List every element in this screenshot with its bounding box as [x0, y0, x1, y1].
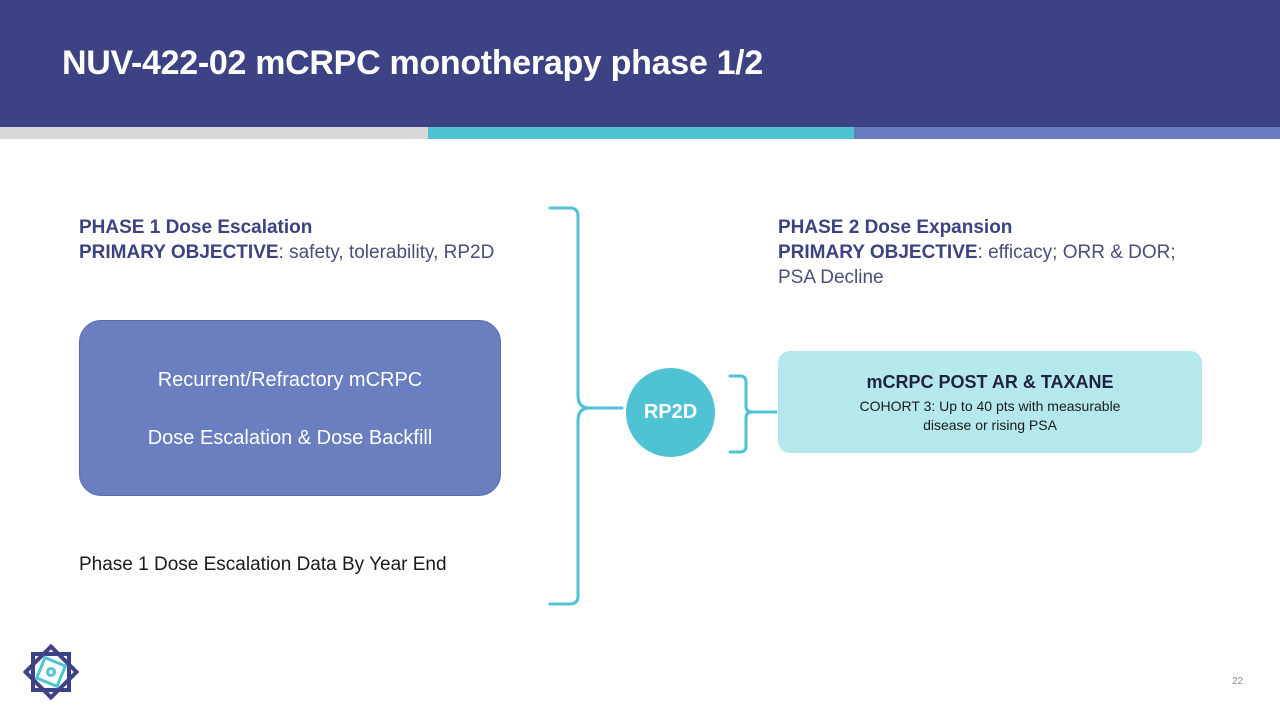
- large-bracket: [548, 206, 624, 606]
- phase2-objective-text: : efficacy; ORR & DOR; PSA Decline: [778, 242, 1176, 288]
- rp2d-circle: RP2D: [626, 368, 715, 457]
- phase1-objective-label: PRIMARY OBJECTIVE: [79, 242, 279, 263]
- company-logo-icon: [22, 643, 80, 701]
- accent-strip-gray: [0, 127, 428, 139]
- phase2-objective-label: PRIMARY OBJECTIVE: [778, 242, 978, 263]
- phase2-heading: PHASE 2 Dose Expansion: [778, 217, 1013, 238]
- slide-title: NUV-422-02 mCRPC monotherapy phase 1/2: [62, 44, 763, 82]
- phase1-population-box: Recurrent/Refractory mCRPC Dose Escalati…: [79, 320, 501, 496]
- cohort-description: COHORT 3: Up to 40 pts with measurable d…: [859, 398, 1121, 433]
- phase1-objective-text: : safety, tolerability, RP2D: [278, 242, 495, 263]
- phase1-footnote: Phase 1 Dose Escalation Data By Year End: [79, 554, 447, 575]
- phase1-heading: PHASE 1 Dose Escalation: [79, 217, 313, 238]
- phase2-heading-block: PHASE 2 Dose Expansion PRIMARY OBJECTIVE…: [778, 215, 1198, 290]
- phase1-population-label: Recurrent/Refractory mCRPC: [157, 369, 423, 391]
- cohort-box: mCRPC POST AR & TAXANE COHORT 3: Up to 4…: [778, 351, 1202, 453]
- slide-header: NUV-422-02 mCRPC monotherapy phase 1/2: [0, 0, 1280, 127]
- accent-strip-periwinkle: [854, 127, 1280, 139]
- accent-strip-teal: [428, 127, 854, 139]
- rp2d-label: RP2D: [643, 401, 698, 423]
- phase1-design-label: Dose Escalation & Dose Backfill: [147, 427, 433, 449]
- small-bracket: [728, 374, 778, 454]
- phase1-heading-block: PHASE 1 Dose Escalation PRIMARY OBJECTIV…: [79, 215, 549, 265]
- page-number: 22: [1232, 676, 1244, 687]
- cohort-title: mCRPC POST AR & TAXANE: [866, 372, 1114, 392]
